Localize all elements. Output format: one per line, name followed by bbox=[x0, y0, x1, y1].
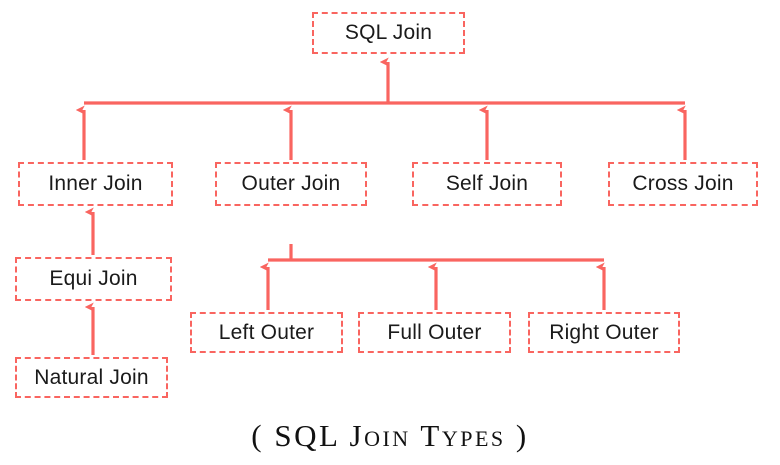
node-cross-join[interactable]: Cross Join bbox=[608, 162, 758, 206]
node-full-outer[interactable]: Full Outer bbox=[358, 312, 511, 353]
node-inner-join[interactable]: Inner Join bbox=[18, 162, 173, 206]
diagram-caption: ( SQL Join Types ) bbox=[251, 418, 529, 453]
node-equi-join[interactable]: Equi Join bbox=[15, 257, 172, 301]
node-self-join[interactable]: Self Join bbox=[412, 162, 562, 206]
node-left-outer[interactable]: Left Outer bbox=[190, 312, 343, 353]
node-natural-join[interactable]: Natural Join bbox=[15, 357, 168, 398]
node-sql-join[interactable]: SQL Join bbox=[312, 12, 465, 54]
node-outer-join[interactable]: Outer Join bbox=[215, 162, 367, 206]
node-right-outer[interactable]: Right Outer bbox=[528, 312, 680, 353]
